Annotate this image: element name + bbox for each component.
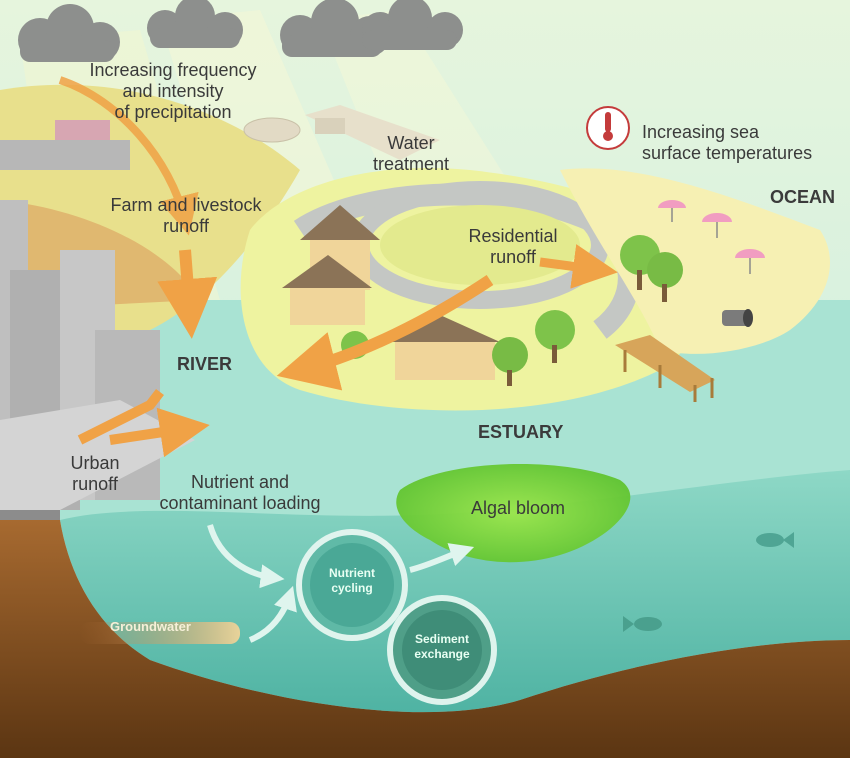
urban-runoff-line: Urban <box>70 453 120 473</box>
residential-runoff-line: runoff <box>490 247 536 267</box>
algal-bloom-label: Algal bloom <box>471 498 566 518</box>
beach <box>560 168 830 354</box>
nutrient-loading-line: contaminant loading <box>159 493 321 513</box>
nutrient-cycling-line: cycling <box>331 581 373 595</box>
fish-icon <box>623 616 662 632</box>
urban-buildings <box>0 200 195 522</box>
pier <box>615 335 715 402</box>
precipitation-line: and intensity <box>122 81 224 101</box>
soil <box>0 520 850 758</box>
nutrient-cycling-core <box>310 543 394 627</box>
farm-runoff-line: Farm and livestock <box>110 195 262 215</box>
beach-umbrella <box>735 249 765 274</box>
farm-runoff-label: Farm and livestock runoff <box>92 195 280 237</box>
urban-runoff-arrow-2 <box>109 407 210 458</box>
sediment-exchange-label: Sediment exchange <box>400 632 484 662</box>
estuary-water <box>60 470 850 713</box>
sediment-exchange-line: Sediment <box>414 632 469 646</box>
urban-runoff-arrow <box>77 388 164 445</box>
water-treatment-line: Water <box>387 133 435 153</box>
precipitation-line: Increasing frequency <box>89 60 257 80</box>
house <box>282 255 372 325</box>
nutrient-cycling-label: Nutrient cycling <box>312 566 392 596</box>
tree <box>535 310 575 363</box>
precipitation-line: of precipitation <box>114 102 232 122</box>
nutrient-cycling-line: Nutrient <box>329 566 375 580</box>
outfall-pipe <box>722 309 753 327</box>
tree <box>647 252 683 302</box>
loading-arrow <box>248 585 297 643</box>
beach-umbrella <box>702 213 732 238</box>
cloud-icon <box>362 0 463 50</box>
ocean-label: OCEAN <box>770 187 836 207</box>
thermometer-icon <box>586 106 630 150</box>
water-treatment-label: Water treatment <box>355 133 467 175</box>
estuary-label: ESTUARY <box>478 422 564 442</box>
sediment-exchange-line: exchange <box>414 647 470 661</box>
farm-runoff-arrow <box>157 249 218 339</box>
bloom-arrow <box>409 543 475 573</box>
river-label: RIVER <box>177 354 233 374</box>
groundwater-label: Groundwater <box>110 619 191 634</box>
groundwater-flow <box>80 622 240 644</box>
rain-shaft <box>320 10 520 220</box>
precipitation-arrow <box>58 76 199 236</box>
residential-runoff-arrow <box>276 275 494 391</box>
urban-runoff-line: runoff <box>72 474 118 494</box>
cloud-icon <box>18 4 120 62</box>
cloud-icon <box>147 0 243 48</box>
nutrient-loading-line: Nutrient and <box>190 472 290 492</box>
roundabout-center <box>380 205 580 285</box>
water-treatment-line: treatment <box>372 154 450 174</box>
house <box>390 315 500 380</box>
sea-temperature-line: surface temperatures <box>642 143 813 163</box>
residential-runoff-label: Residential runoff <box>448 226 578 268</box>
algal-bloom <box>396 463 631 563</box>
tree <box>492 337 528 386</box>
water-treatment-plant <box>243 105 440 160</box>
sediment-exchange-core <box>402 610 482 690</box>
sea-temperature-label: Increasing sea surface temperatures <box>642 122 812 164</box>
farm-runoff-line: runoff <box>163 216 209 236</box>
residential-runoff-arrow-2 <box>539 244 618 289</box>
sea-temperature-line: Increasing sea <box>642 122 760 142</box>
fish-icon <box>756 532 794 548</box>
loading-arrow <box>207 524 285 589</box>
precipitation-label: Increasing frequency and intensity of pr… <box>68 60 278 123</box>
residential-runoff-line: Residential <box>468 226 558 246</box>
beach-umbrella <box>658 200 686 222</box>
urban-runoff-label: Urban runoff <box>50 453 140 495</box>
nutrient-loading-label: Nutrient and contaminant loading <box>140 472 340 514</box>
farm-shed <box>0 140 130 170</box>
cloud-icon <box>280 0 390 57</box>
